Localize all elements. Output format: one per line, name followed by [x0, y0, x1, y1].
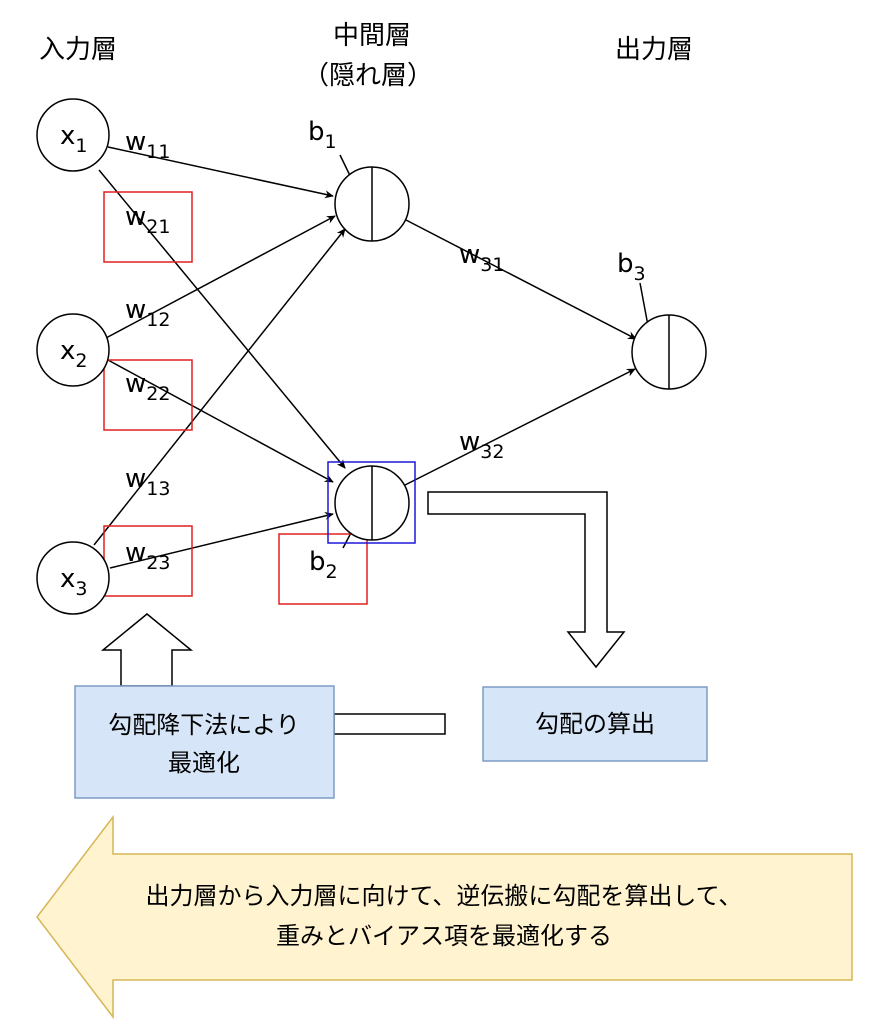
highlight-b2 [278, 533, 368, 605]
edge-x1-h2 [98, 169, 346, 469]
edge-h1-out [405, 219, 637, 340]
input-node-x1 [36, 98, 110, 172]
label-w22: w22 [125, 369, 170, 405]
edge-x3-h2 [109, 511, 334, 569]
edge-x2-h1 [105, 215, 336, 339]
label-b2: b2 [309, 547, 338, 583]
update-flow-arrow [100, 613, 194, 687]
label-w31: w31 [459, 240, 504, 276]
label-b3: b3 [617, 249, 646, 285]
label-w32: w32 [459, 427, 504, 463]
label-w21: w21 [125, 202, 170, 238]
highlight-w22 [103, 359, 193, 431]
label-w12: w12 [125, 295, 170, 331]
label-b1: b1 [308, 117, 337, 153]
label-w11: w11 [125, 127, 170, 163]
edge-h2-out [404, 368, 636, 486]
output-layer-label: 出力層 [615, 35, 693, 65]
gradient-box [482, 686, 708, 762]
banner-line2: 重みとバイアス項を最適化する [276, 922, 612, 950]
input-nodes [36, 98, 110, 615]
edge-x2-h2 [107, 359, 334, 483]
input-node-x3 [36, 541, 110, 615]
backprop-banner-arrow [36, 814, 853, 1020]
label-w13: w13 [125, 464, 170, 500]
optimize-box [74, 685, 335, 799]
label-w23: w23 [125, 538, 170, 574]
highlight-w21 [103, 191, 193, 263]
edge-x1-h1 [107, 146, 334, 199]
neuron-nodes [334, 166, 707, 541]
label-x3: x3 [60, 564, 87, 600]
input-layer-label: 入力層 [39, 35, 117, 65]
gradient-flow-arrow [427, 491, 626, 669]
optimize-box-line1: 勾配降下法により [108, 711, 300, 739]
hidden-layer-sublabel: （隠れ層） [303, 61, 433, 91]
label-x1: x1 [60, 121, 87, 157]
box-connector-bar [333, 713, 446, 735]
highlight-hidden-node-2 [327, 461, 416, 544]
hidden-layer-label: 中間層 [333, 21, 411, 51]
optimize-box-line2: 最適化 [168, 749, 240, 777]
label-x2: x2 [60, 336, 87, 372]
input-node-x2 [36, 313, 110, 387]
edge-x3-h1 [93, 228, 346, 546]
connections [93, 146, 637, 569]
banner-line1: 出力層から入力層に向けて、逆伝搬に勾配を算出して、 [146, 882, 743, 910]
gradient-box-label: 勾配の算出 [535, 710, 655, 738]
